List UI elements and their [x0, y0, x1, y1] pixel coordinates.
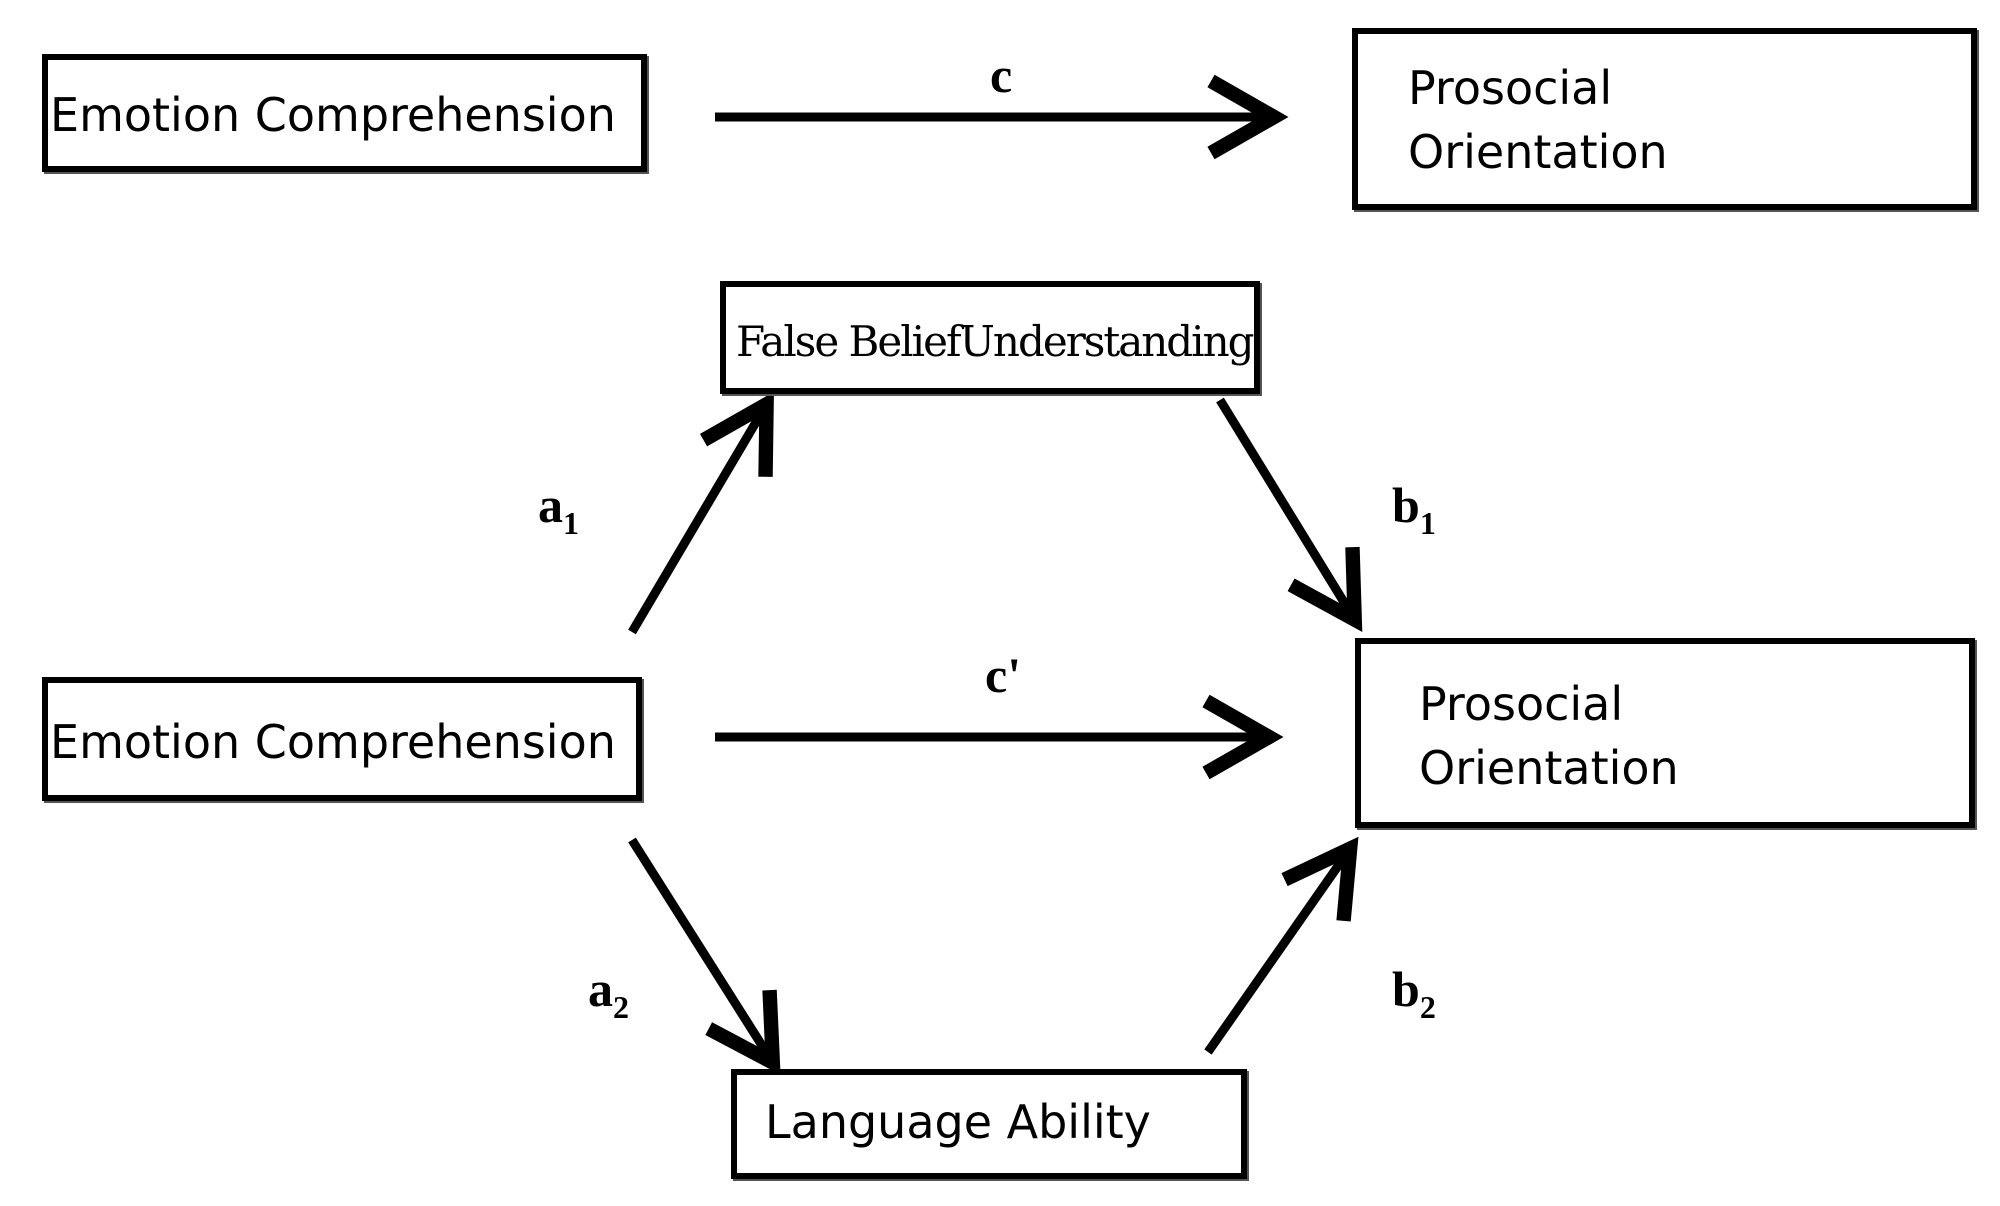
- mediation-outcome-label: Prosocial Orientation: [1419, 672, 1679, 800]
- arrow-b2: [1204, 836, 1359, 1055]
- mediation-predictor-label: Emotion Comprehension: [50, 715, 616, 769]
- mediator-1-box: False BeliefUnderstanding: [720, 281, 1260, 394]
- arrow-a2: [628, 837, 781, 1075]
- path-label-a1: a1: [538, 477, 579, 541]
- mediation-outcome-line1: Prosocial: [1419, 677, 1624, 731]
- path-label-c-prime: c': [985, 647, 1022, 703]
- mediation-predictor-box: Emotion Comprehension: [42, 677, 642, 801]
- top-predictor-label: Emotion Comprehension: [50, 88, 616, 142]
- path-label-a2: a2: [588, 961, 629, 1025]
- mediator-2-label: Language Ability: [765, 1095, 1151, 1149]
- top-outcome-line2: Orientation: [1408, 125, 1668, 179]
- path-label-b1: b1: [1392, 477, 1436, 541]
- top-predictor-box: Emotion Comprehension: [42, 54, 647, 172]
- mediation-outcome-line2: Orientation: [1419, 741, 1679, 795]
- mediation-outcome-box: Prosocial Orientation: [1355, 638, 1975, 828]
- path-label-b2: b2: [1392, 961, 1436, 1025]
- arrow-b1: [1216, 397, 1363, 633]
- top-outcome-line1: Prosocial: [1408, 61, 1613, 115]
- arrow-a1: [628, 391, 774, 635]
- top-outcome-box: Prosocial Orientation: [1352, 28, 1977, 210]
- path-label-c: c: [990, 47, 1013, 103]
- top-outcome-label: Prosocial Orientation: [1408, 56, 1668, 184]
- mediator-1-label: False BeliefUnderstanding: [736, 317, 1255, 366]
- mediator-2-box: Language Ability: [731, 1069, 1247, 1179]
